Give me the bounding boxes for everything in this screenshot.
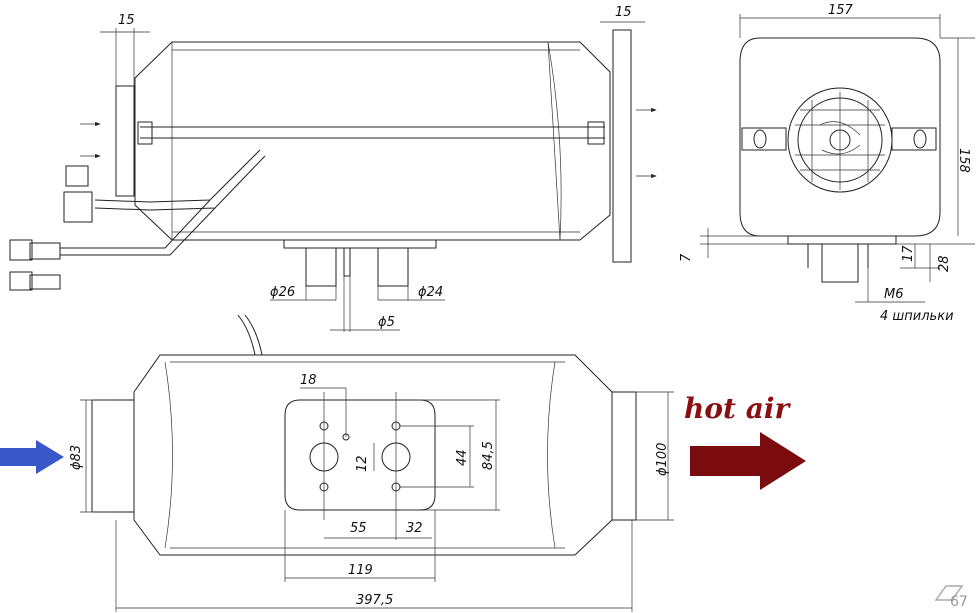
end-view [700,14,975,303]
dim-flange-right: 15 [615,5,632,20]
dim-spacing-55: 55 [350,521,367,536]
dim-hole-12: 12 [355,455,370,472]
dim-height-end: 158 [956,148,971,173]
dim-pipe-24: ϕ24 [418,285,443,300]
dim-pipe-26: ϕ26 [270,285,295,300]
dim-hole-84-5: 84,5 [481,441,496,470]
outlet-arrow-icon [690,432,806,490]
dim-flange-left: 15 [118,13,135,28]
dim-base-119: 119 [348,563,373,578]
dim-hole-44: 44 [455,449,470,466]
watermark-text: 67 [950,594,968,610]
inlet-arrow-icon [0,440,64,474]
dim-foot-7: 7 [679,253,694,262]
dim-width-end: 157 [828,3,854,18]
dim-pin-5: ϕ5 [378,315,395,330]
dim-foot-17: 17 [901,245,916,262]
dim-offset-18: 18 [300,373,317,388]
studs-note: 4 шпильки [880,309,954,324]
bottom-view [80,314,674,612]
dim-foot-28: 28 [937,255,952,272]
hot-air-label: hot air [684,392,791,425]
dim-thread: M6 [884,287,904,302]
watermark: 67 [934,585,968,610]
dim-spacing-32: 32 [406,521,423,536]
dim-total-397-5: 397,5 [356,593,393,608]
dim-inlet-83: ϕ83 [69,445,84,470]
side-view [9,21,657,332]
dim-outlet-100: ϕ100 [655,443,670,476]
